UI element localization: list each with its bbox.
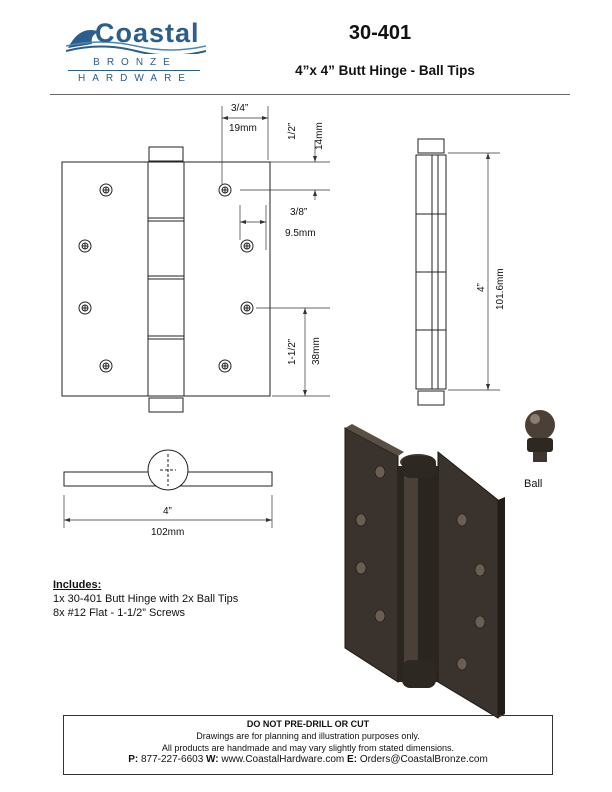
dim-width-mm: 102mm bbox=[151, 527, 185, 538]
website-link[interactable]: www.CoastalHardware.com bbox=[221, 754, 345, 765]
dim-knuckle-mm: 19mm bbox=[229, 123, 257, 134]
footer-contact: P: 877-227-6603 W: www.CoastalHardware.c… bbox=[128, 754, 488, 765]
dim-hole-in: 3/8” bbox=[290, 207, 308, 218]
footer-warning: DO NOT PRE-DRILL OR CUT bbox=[246, 719, 370, 729]
header-divider bbox=[50, 94, 570, 95]
wave-icon bbox=[66, 30, 206, 54]
part-description: 4”x 4” Butt Hinge - Ball Tips bbox=[295, 63, 475, 78]
list-item: 8x #12 Flat - 1-1/2” Screws bbox=[53, 607, 186, 619]
dim-hole-mm: 9.5mm bbox=[285, 228, 316, 239]
hinge-render bbox=[344, 410, 555, 719]
part-number: 30-401 bbox=[348, 22, 412, 44]
logo-line2: HARDWARE bbox=[78, 73, 192, 84]
screw-hole bbox=[218, 359, 232, 373]
right-leaf bbox=[183, 161, 271, 397]
list-item: 1x 30-401 Butt Hinge with 2x Ball Tips bbox=[53, 593, 239, 605]
screw-hole bbox=[78, 239, 92, 253]
screw-hole bbox=[78, 301, 92, 315]
screw-hole bbox=[99, 359, 113, 373]
includes-heading: Includes: bbox=[53, 579, 102, 591]
ball-label: Ball bbox=[524, 478, 543, 490]
dim-width-in: 4” bbox=[163, 506, 172, 517]
dim-knuckle-in: 3/4” bbox=[231, 103, 249, 114]
screw-hole bbox=[99, 183, 113, 197]
dim-bottom-mm: 38mm bbox=[311, 337, 322, 365]
email-link[interactable]: Orders@CoastalBronze.com bbox=[359, 754, 488, 765]
left-leaf bbox=[61, 161, 149, 397]
footer-box: DO NOT PRE-DRILL OR CUT Drawings are for… bbox=[63, 715, 553, 775]
dim-top-in: 1/2” bbox=[287, 122, 298, 140]
dim-top-mm: 14mm bbox=[314, 122, 325, 150]
dim-height-in: 4” bbox=[476, 283, 487, 292]
phone-number[interactable]: 877-227-6603 bbox=[140, 754, 204, 765]
dim-bottom-in: 1-1/2” bbox=[287, 338, 298, 365]
screw-hole bbox=[218, 183, 232, 197]
footer-line1: Drawings are for planning and illustrati… bbox=[196, 731, 420, 741]
includes-list: Includes: 1x 30-401 Butt Hinge with 2x B… bbox=[53, 578, 238, 620]
logo-word: Coastal bbox=[95, 18, 200, 48]
dim-height-mm: 101.6mm bbox=[495, 268, 506, 310]
logo-line1: BRONZE bbox=[93, 57, 177, 68]
logo-divider bbox=[68, 70, 200, 71]
screw-hole bbox=[240, 301, 254, 315]
screw-hole bbox=[240, 239, 254, 253]
footer-line2: All products are handmade and may vary s… bbox=[161, 743, 455, 753]
